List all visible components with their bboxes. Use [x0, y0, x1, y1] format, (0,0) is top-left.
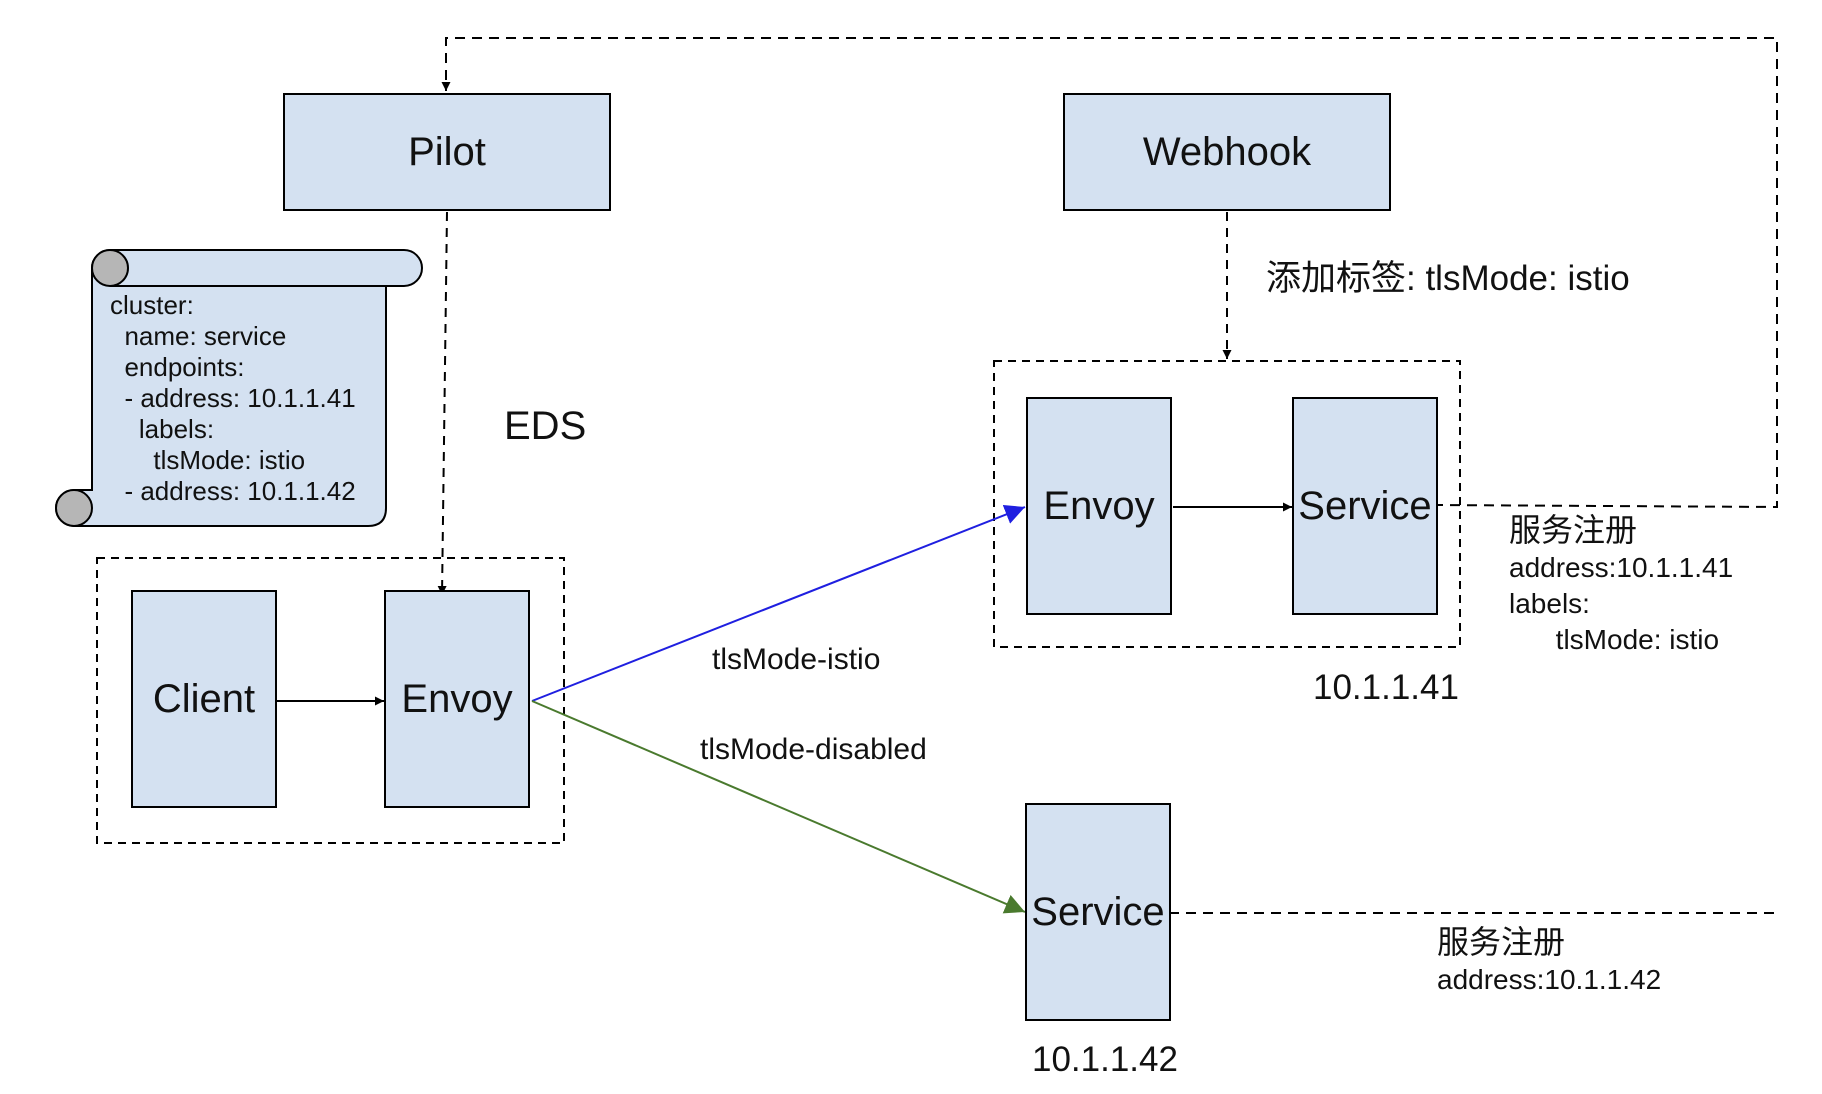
registration-42-title: 服务注册 — [1437, 924, 1566, 960]
add-label-annotation: 添加标签: tlsMode: istio — [1266, 259, 1630, 298]
eds-edge — [437, 211, 448, 596]
config-scroll — [55, 249, 423, 527]
registry-feedback-edge — [441, 37, 1778, 509]
tls-istio-edge — [531, 505, 1026, 702]
webhook-label: Webhook — [1142, 129, 1312, 174]
registration-42-line: address:10.1.1.42 — [1437, 964, 1662, 995]
client-pod-frame — [96, 557, 565, 844]
yaml-line: cluster: — [110, 290, 194, 320]
yaml-line: - address: 10.1.1.42 — [110, 476, 356, 506]
yaml-line: - address: 10.1.1.41 — [110, 383, 356, 413]
pilot-box: Pilot — [283, 93, 611, 211]
yaml-line: tlsMode: istio — [110, 445, 306, 475]
registration-41-title: 服务注册 — [1509, 512, 1638, 548]
sidecar-envoy-box: Envoy — [1026, 397, 1172, 615]
client-envoy-box: Envoy — [384, 590, 530, 808]
service-istio-label: Service — [1298, 483, 1432, 528]
service-plain-label: Service — [1031, 889, 1165, 934]
registration-41-line: labels: — [1509, 588, 1590, 619]
client-envoy-label: Envoy — [401, 676, 513, 721]
config-yaml: cluster: name: service endpoints: - addr… — [110, 290, 356, 507]
yaml-line: name: service — [110, 321, 287, 351]
registration-42: 服务注册 address:10.1.1.42 — [1437, 924, 1661, 998]
registration-41: 服务注册 address:10.1.1.41 labels: tlsMode: … — [1509, 512, 1733, 658]
tls-disabled-label: tlsMode-disabled — [700, 733, 927, 766]
ip-42-label: 10.1.1.42 — [1032, 1040, 1178, 1079]
sidecar-envoy-label: Envoy — [1043, 483, 1155, 528]
pilot-label: Pilot — [408, 129, 486, 174]
registration-41-line: tlsMode: istio — [1509, 624, 1720, 655]
eds-label: EDS — [504, 404, 587, 448]
yaml-line: labels: — [110, 414, 215, 444]
service-plain-box: Service — [1025, 803, 1171, 1021]
tls-disabled-edge — [531, 700, 1026, 914]
ip-41-label: 10.1.1.41 — [1313, 668, 1459, 707]
yaml-line: endpoints: — [110, 352, 245, 382]
service-istio-box: Service — [1292, 397, 1438, 615]
istio-pod-frame — [993, 360, 1461, 648]
client-box: Client — [131, 590, 277, 808]
registration-41-line: address:10.1.1.41 — [1509, 552, 1734, 583]
webhook-box: Webhook — [1063, 93, 1391, 211]
client-label: Client — [152, 676, 256, 721]
tls-istio-label: tlsMode-istio — [712, 643, 881, 676]
